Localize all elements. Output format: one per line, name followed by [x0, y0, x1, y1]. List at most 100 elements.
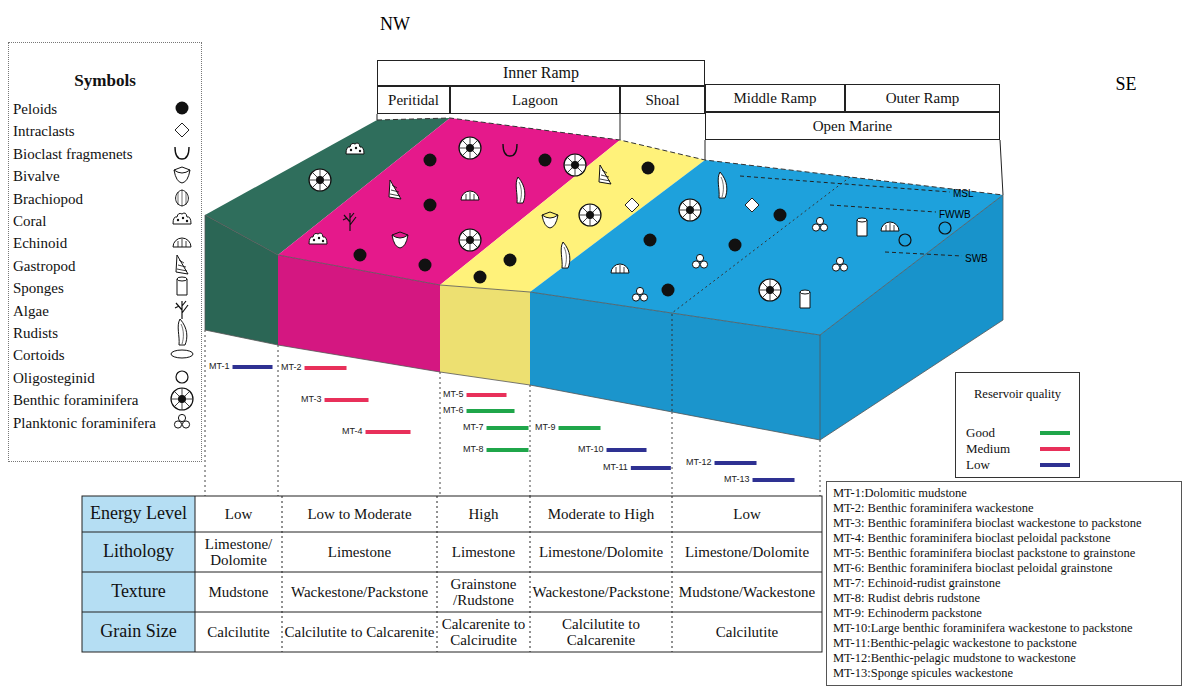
quality-bar [233, 365, 273, 369]
table-cell: Calcilutite [674, 613, 820, 651]
legend-entry: Low [966, 457, 990, 472]
fossil-symbol [692, 254, 707, 268]
legend-entry: Intraclasts [13, 122, 75, 140]
cell-text: Limestone/Dolomite [539, 544, 663, 561]
fossil-symbol [178, 319, 187, 345]
microfacies-label: MT-3 [301, 395, 322, 405]
microfacies-entry: MT-2: Benthic foraminifera wackestone [833, 501, 1175, 516]
fossil-symbol [625, 198, 639, 212]
guide-line [82, 612, 822, 613]
cell-text: Moderate to High [548, 506, 655, 523]
microfacies-label: MT-2 [281, 363, 302, 373]
zone-header: Lagoon [450, 86, 620, 114]
fossil-symbol [176, 102, 189, 115]
fossil-symbol [599, 165, 611, 184]
guide-line [830, 205, 936, 212]
fossil-symbol [461, 191, 479, 200]
cell-text: Calcilutite [716, 624, 778, 641]
table-cell: Limestone/Dolomite [532, 533, 670, 571]
guide-line [740, 176, 950, 192]
fossil-symbol [175, 147, 189, 159]
fossil-symbol [419, 259, 432, 272]
symbol-group [740, 176, 962, 256]
legend-entry: Rudists [13, 324, 58, 342]
legend-entry: Benthic foraminifera [13, 391, 138, 409]
zone-header: Peritidal [377, 86, 450, 114]
microfacies-entry: MT-8: Rudist debris rudstone [833, 591, 1175, 606]
guide-line [530, 496, 531, 652]
quality-bar [366, 430, 411, 434]
guide-line [282, 496, 283, 652]
cell-text: Grainstone /Rudstone [439, 576, 528, 609]
cell-text: Calcilutite to Calcarenite [285, 624, 435, 641]
cell-text: Grain Size [100, 622, 176, 642]
fossil-symbol [759, 279, 781, 301]
fossil-symbol [171, 388, 193, 410]
guide-line [205, 330, 206, 496]
fossil-symbol [174, 167, 190, 183]
fossil-symbol [857, 218, 867, 236]
quality-bar [487, 448, 529, 452]
quality-bar [467, 393, 507, 397]
microfacies-label: MT-1 [209, 362, 230, 372]
fossil-symbol [176, 371, 188, 383]
table-grid [82, 496, 195, 652]
quality-bar [607, 448, 647, 452]
legend-entry: Bioclast fragmenets [13, 145, 133, 163]
legend-entry: Planktonic foraminifera [13, 414, 156, 432]
fossil-symbol [354, 249, 367, 262]
microfacies-label: MT-7 [463, 423, 484, 433]
cell-text: High [469, 506, 499, 523]
microfacies-label: MT-11 [603, 463, 628, 473]
fossil-symbol [832, 257, 847, 271]
fossil-symbol [579, 204, 601, 226]
cell-text: Mudstone [209, 584, 269, 601]
guide-line [820, 335, 821, 440]
cell-text: Wackestone/Packstone [532, 584, 669, 601]
legend-box: Reservoir qualityGoodMediumLow [955, 372, 1080, 478]
quality-bar [753, 478, 795, 482]
quality-bar [559, 426, 601, 430]
zone-name: Lagoon [512, 92, 558, 109]
guide-line [377, 114, 378, 120]
fossil-symbol [800, 290, 810, 308]
compass-label: NW [380, 15, 410, 35]
table-cell: Mudstone [197, 573, 280, 611]
fossil-symbol [389, 180, 401, 199]
legend-title: Symbols [9, 71, 201, 91]
fossil-symbol [176, 255, 188, 274]
guide-line [195, 496, 196, 652]
table-cell: Calcilutite [197, 613, 280, 651]
guide-line [885, 252, 962, 256]
fossil-symbol [173, 238, 191, 247]
microfacies-entry: MT-6: Benthic foraminifera bioclast pelo… [833, 561, 1175, 576]
fossil-symbol [177, 277, 187, 295]
microfacies-label: MT-9 [535, 423, 556, 433]
cell-text: Calcilutite [207, 624, 269, 641]
cell-text: Low [733, 506, 761, 523]
guide-line [672, 496, 673, 652]
table-row-heading: Texture [84, 573, 193, 611]
guide-line [705, 140, 706, 160]
block-edge [205, 195, 1003, 335]
zone-header: Shoal [620, 86, 705, 114]
cell-text: Mudstone/Wackestone [679, 584, 815, 601]
cell-text: Calcilutite to Calcarenite [532, 616, 670, 649]
legend-entry: Echinoid [13, 234, 67, 252]
cell-text: Texture [111, 582, 166, 602]
guide-line [278, 345, 279, 496]
fossil-symbol [881, 222, 899, 231]
symbols-box: SymbolsPeloidsIntraclastsBioclast fragme… [8, 42, 202, 462]
sea-level-label: SWB [965, 253, 988, 264]
quality-bar [715, 461, 757, 465]
fossil-symbol [174, 414, 189, 428]
symbol-group [282, 496, 672, 652]
microfacies-entry: MT-11:Benthic-pelagic wackestone to pack… [833, 636, 1175, 651]
guide-line [437, 496, 438, 652]
quality-bar [487, 426, 529, 430]
table-cell: High [439, 497, 528, 531]
microfacies-label: MT-5 [443, 390, 464, 400]
table-row-heading: Lithology [84, 533, 193, 571]
fossil-symbol [812, 217, 827, 231]
